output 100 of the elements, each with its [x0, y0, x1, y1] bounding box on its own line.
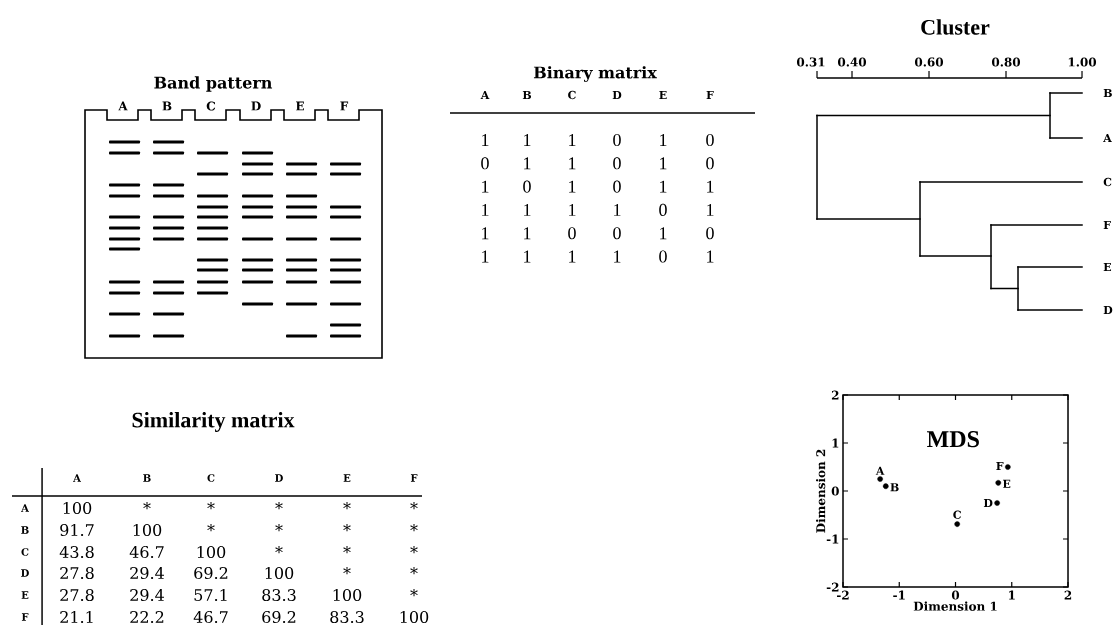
table-cell: 1 — [660, 134, 667, 146]
table-cell: 21.1 — [60, 610, 93, 624]
column-header: E — [659, 91, 667, 99]
column-header: C — [568, 90, 576, 100]
y-tick-label: 1 — [832, 438, 839, 448]
table-cell: 1 — [482, 134, 489, 146]
lane-label: A — [118, 101, 128, 111]
row-header: E — [21, 591, 29, 599]
table-cell: 83.3 — [330, 610, 364, 624]
point — [954, 521, 960, 527]
table-cell: 1 — [569, 134, 576, 146]
table-cell: 1 — [524, 157, 531, 170]
table-cell: 0 — [659, 203, 667, 216]
table-cell: 100 — [63, 501, 92, 515]
table-cell: 0 — [659, 250, 667, 263]
table-cell: 100 — [197, 545, 226, 559]
scale-tick-label: 0.60 — [914, 57, 944, 67]
y-axis-title: Dimension 2 — [816, 449, 826, 533]
table-cell: 1 — [524, 203, 531, 216]
table-cell: 1 — [660, 180, 667, 193]
table-cell: 1 — [482, 250, 489, 263]
table-cell: 100 — [400, 610, 429, 624]
table-cell: 22.2 — [130, 610, 164, 624]
table-cell: 0 — [706, 157, 714, 170]
panel-title: Cluster — [921, 19, 990, 35]
leaf-label: F — [1103, 221, 1111, 229]
annotation: B — [890, 483, 899, 492]
panel-title: Similarity matrix — [132, 412, 295, 432]
table-cell: 0 — [613, 180, 621, 193]
annotation: F — [996, 462, 1004, 471]
leaf-label: B — [1103, 89, 1112, 97]
x-tick-label: 0 — [951, 590, 960, 600]
column-header: C — [207, 474, 215, 482]
table-cell: 1 — [569, 157, 576, 170]
table-cell: 1 — [569, 203, 576, 216]
table-cell: 1 — [660, 157, 667, 170]
x-tick-label: 2 — [1064, 590, 1072, 600]
table-cell: 0 — [523, 180, 531, 193]
table-cell: * — [275, 524, 283, 532]
table-cell: 69.2 — [194, 566, 228, 580]
table-cell: 0 — [613, 227, 621, 240]
table-cell: 27.8 — [60, 566, 94, 580]
table-cell: 1 — [482, 180, 489, 193]
table-cell: 100 — [265, 566, 294, 580]
table-cell: * — [410, 502, 418, 510]
table-cell: 43.8 — [59, 545, 94, 559]
lane-label: C — [206, 101, 216, 111]
panel-title: Binary matrix — [533, 66, 657, 82]
annotation: C — [953, 510, 962, 519]
panel-title: Band pattern — [154, 76, 273, 92]
leaf-label: C — [1103, 177, 1112, 187]
leaf-label: E — [1103, 263, 1111, 271]
table-cell: 100 — [133, 523, 162, 537]
table-cell: * — [275, 546, 283, 554]
table-cell: 46.7 — [129, 545, 164, 559]
table-cell: 1 — [482, 227, 489, 240]
x-axis-title: Dimension 1 — [913, 601, 997, 611]
table-cell: 1 — [524, 134, 531, 146]
point — [995, 480, 1002, 486]
table-cell: 1 — [707, 180, 714, 193]
lane-label: B — [162, 101, 172, 111]
table-cell: 0 — [568, 227, 576, 240]
table-cell: * — [410, 589, 418, 597]
scale-tick-label: 1.00 — [1068, 57, 1097, 67]
x-tick-label: 1 — [1009, 590, 1015, 600]
column-header: B — [143, 474, 151, 482]
table-cell: * — [143, 502, 151, 510]
table-cell: 46.7 — [193, 610, 228, 624]
point — [877, 476, 883, 482]
row-header: F — [21, 613, 29, 621]
scale-tick-label: 0.80 — [991, 57, 1021, 67]
table-cell: 0 — [706, 227, 714, 240]
row-header: A — [21, 504, 29, 512]
table-cell: 1 — [524, 250, 531, 263]
annotation: E — [1002, 479, 1011, 488]
column-header: F — [706, 91, 714, 99]
table-cell: * — [207, 502, 215, 510]
scale-tick-label: 0.31 — [796, 57, 825, 67]
column-header: A — [480, 91, 490, 99]
table-cell: 1 — [614, 203, 621, 216]
table-cell: * — [207, 524, 215, 532]
table-cell: * — [343, 502, 351, 510]
text: MDS — [927, 431, 979, 448]
annotation: A — [875, 466, 885, 475]
y-tick-label: -1 — [826, 534, 839, 544]
y-tick-label: 2 — [831, 390, 839, 400]
column-header: A — [73, 474, 81, 482]
annotation: D — [983, 499, 993, 508]
table-cell: 1 — [569, 250, 576, 263]
row-header: B — [21, 526, 29, 534]
table-cell: * — [410, 524, 418, 532]
table-cell: 1 — [524, 227, 531, 240]
point — [994, 500, 1000, 506]
table-cell: 1 — [660, 227, 667, 240]
leaf-label: A — [1103, 134, 1112, 142]
column-header: E — [343, 474, 351, 482]
lane-label: E — [296, 101, 304, 111]
table-cell: 1 — [707, 203, 714, 216]
table-cell: * — [410, 567, 418, 575]
y-tick-label: -2 — [826, 582, 839, 592]
